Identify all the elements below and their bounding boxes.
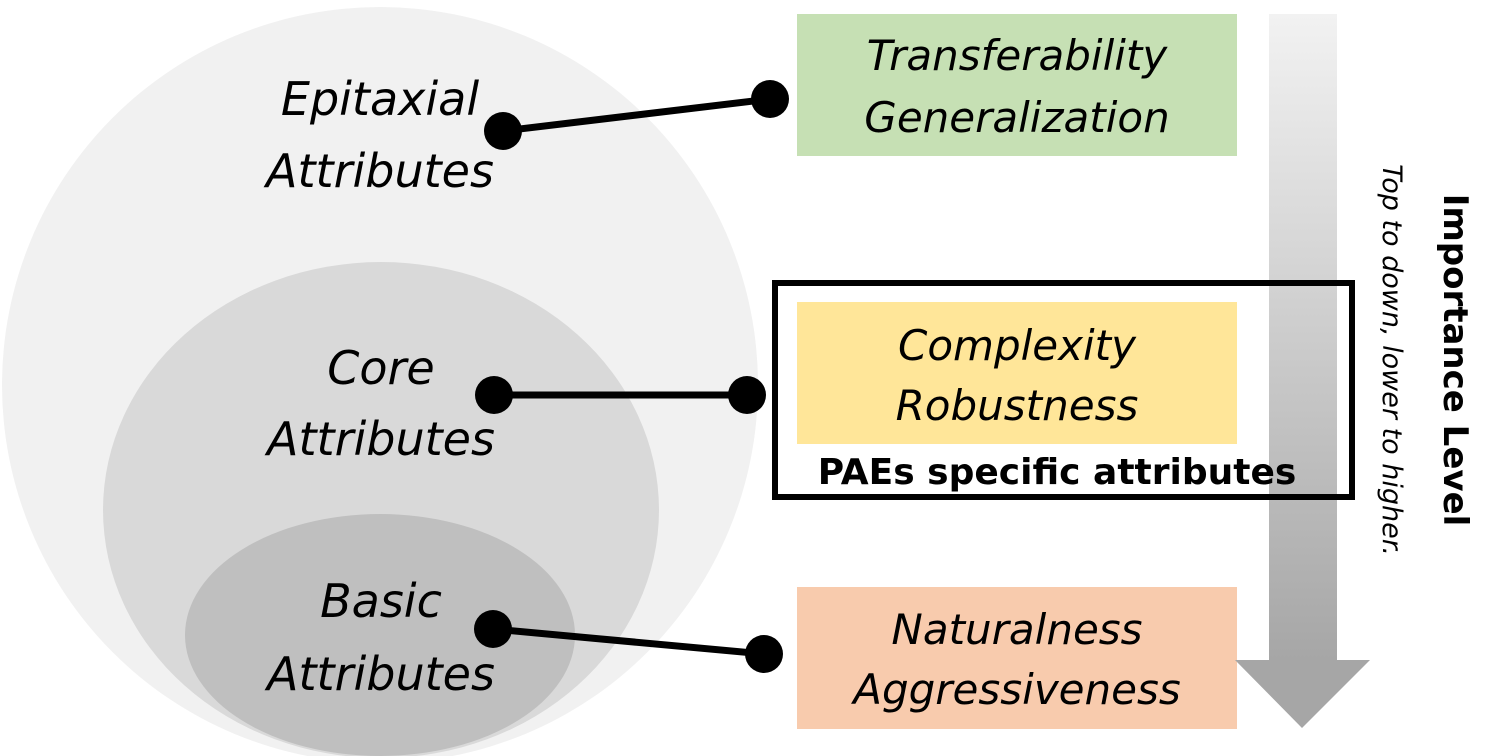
box-top-line2: Generalization (864, 93, 1169, 142)
importance-level-subtitle: Top to down, lower to higher. (1376, 164, 1407, 556)
box-middle-line1: Complexity (898, 321, 1137, 370)
paes-highlight-frame (772, 280, 1355, 500)
epitaxial-label-line1: Epitaxial (281, 72, 479, 126)
box-complexity-robustness (797, 302, 1237, 444)
basic-label-line1: Basic (320, 574, 442, 628)
importance-level-title: Importance Level (1435, 194, 1475, 527)
epitaxial-label-line2: Attributes (263, 144, 494, 198)
inner-ellipse-basic (185, 514, 575, 756)
paes-specific-attributes-label: PAEs specific attributes (818, 452, 1297, 493)
connector-core (475, 376, 766, 414)
box-transferability-generalization (797, 14, 1237, 156)
core-label-line2: Attributes (264, 412, 495, 466)
basic-label-line2: Attributes (264, 647, 495, 701)
box-bottom-line2: Aggressiveness (850, 665, 1181, 714)
box-top-line1: Transferability (867, 31, 1169, 80)
box-naturalness-aggressiveness (797, 587, 1237, 729)
connector-basic (474, 610, 783, 673)
core-label-line1: Core (327, 341, 434, 395)
box-bottom-line1: Naturalness (891, 605, 1142, 654)
connector-epitaxial (484, 80, 789, 150)
box-middle-line2: Robustness (896, 381, 1139, 430)
importance-arrow (1235, 14, 1370, 728)
